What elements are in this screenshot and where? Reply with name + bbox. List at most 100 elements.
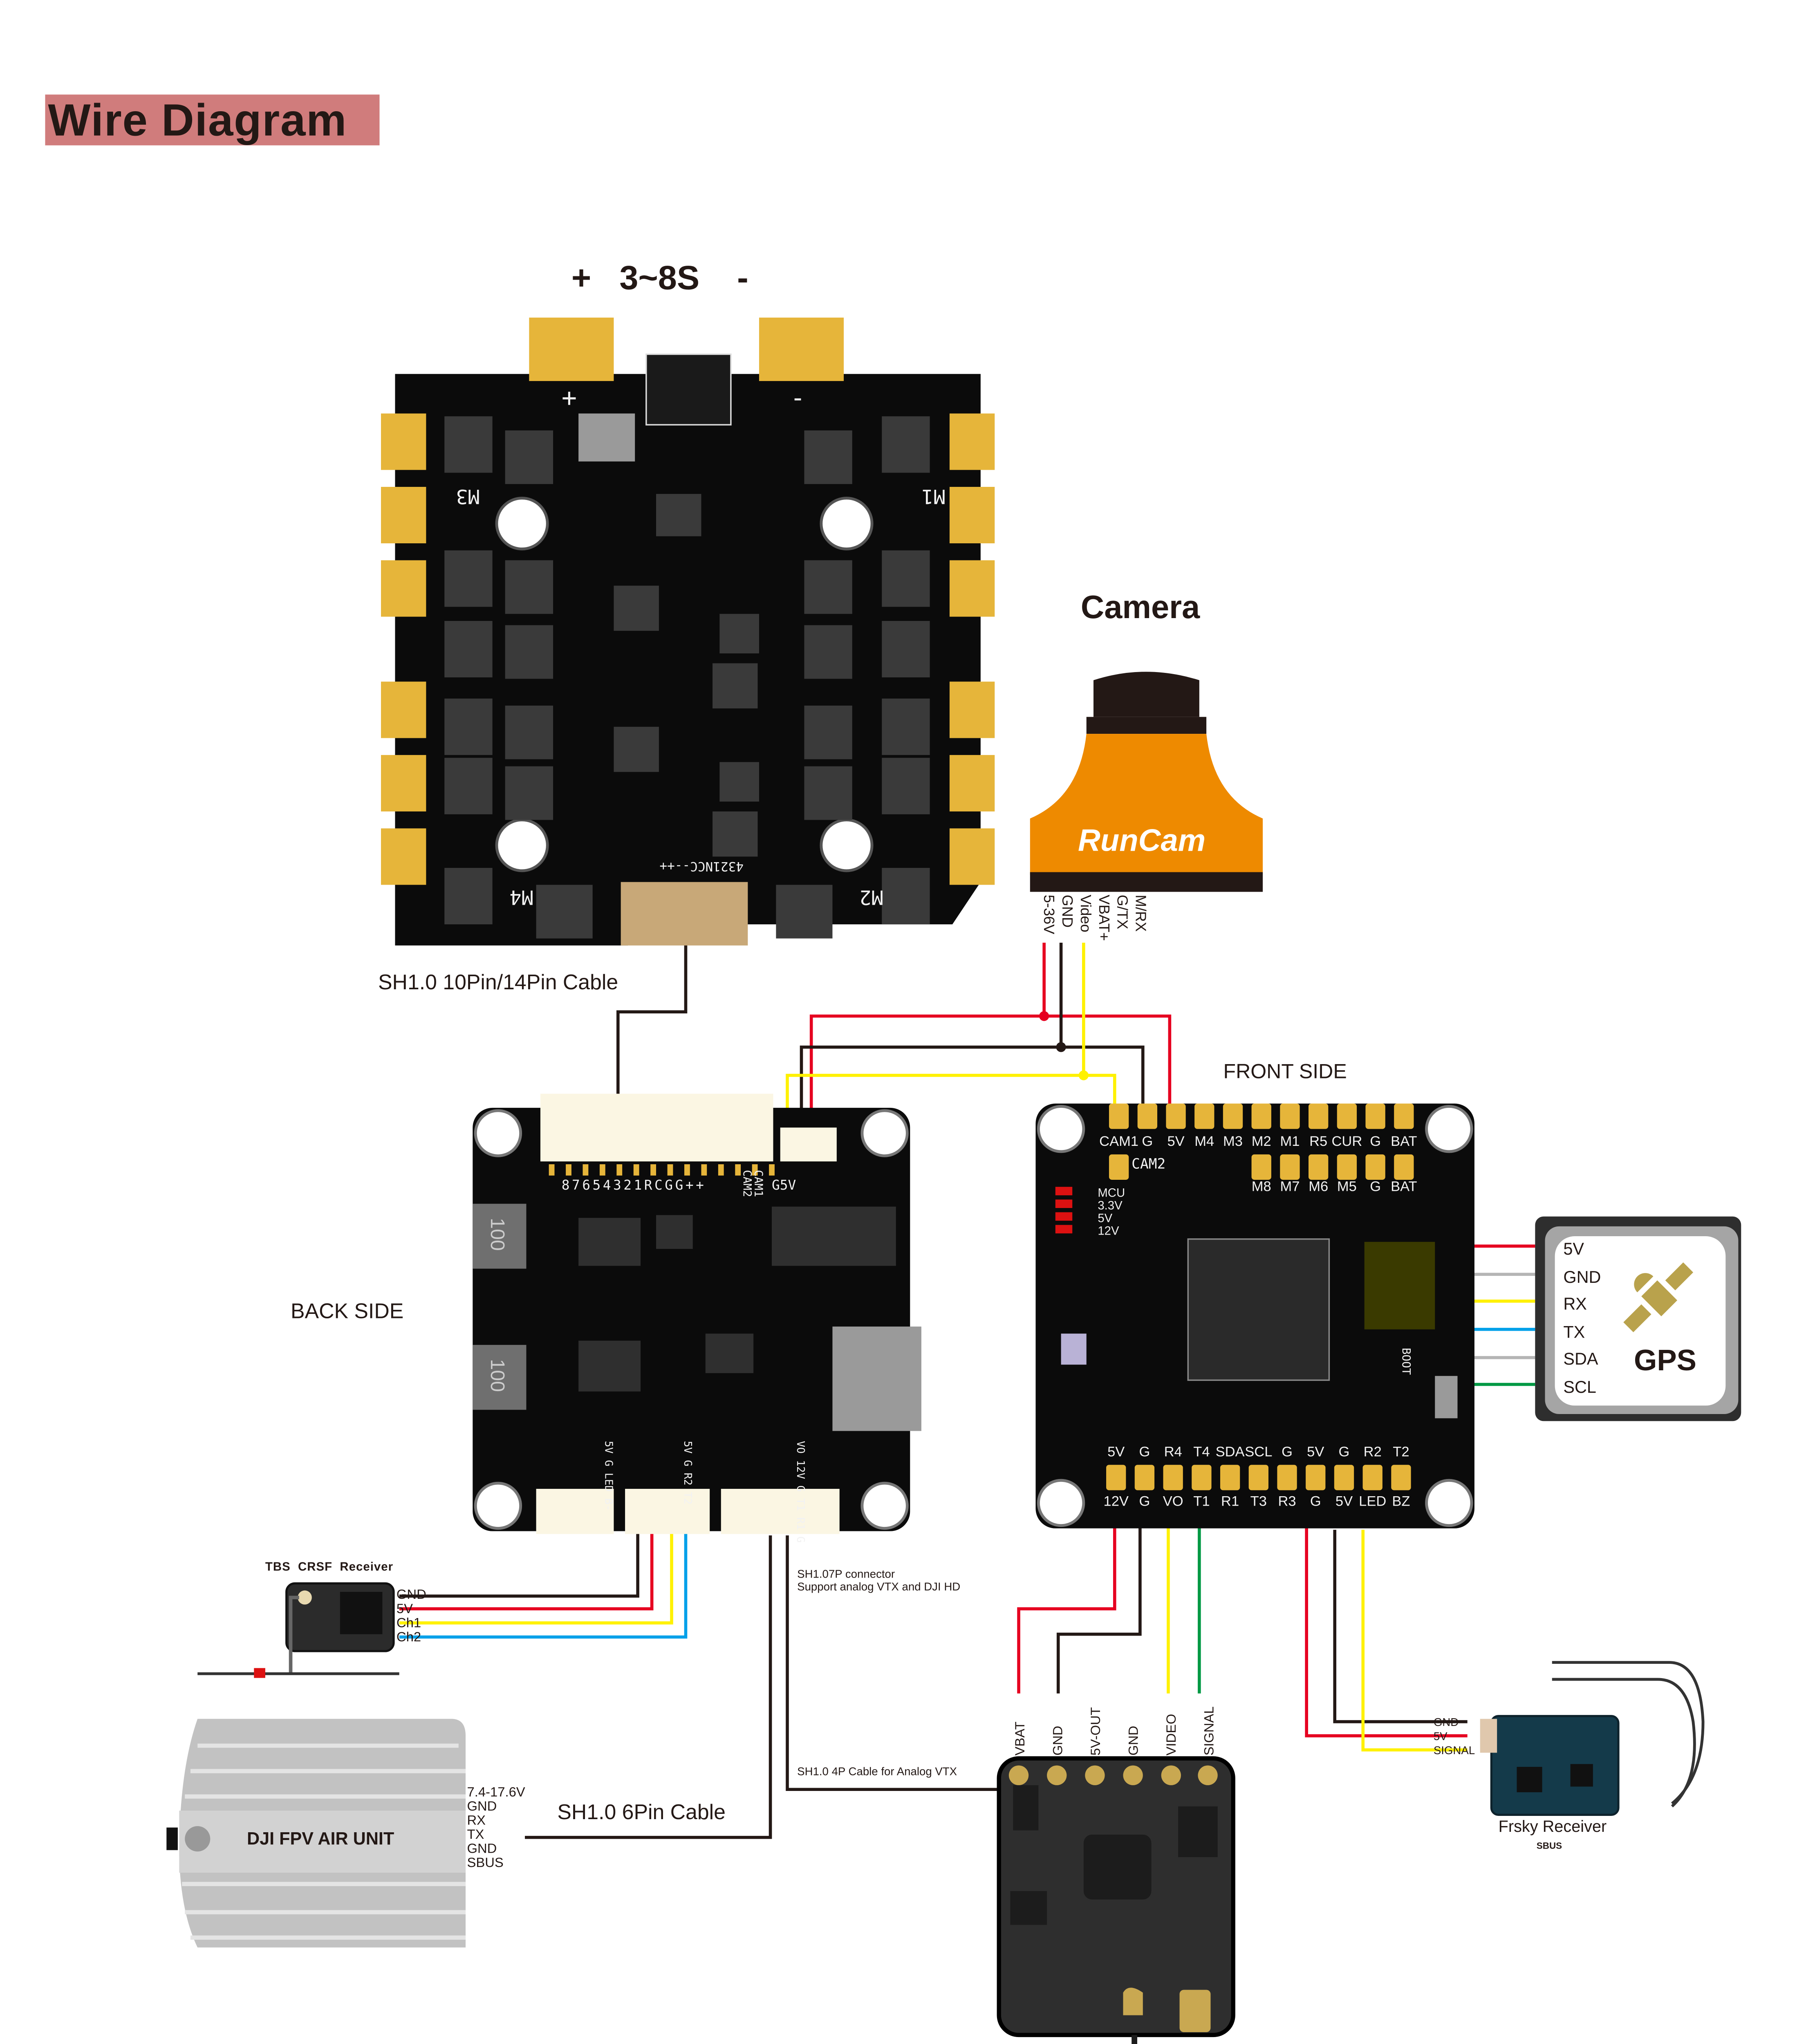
front-bottom1-pad-label: 5V [1307, 1444, 1324, 1460]
front-bottom2-pad-label: 12V [1104, 1493, 1129, 1509]
back-connector-silk: 87654321RCGG++ [562, 1177, 706, 1193]
vtx-cable-wire [786, 1535, 999, 1791]
back-side-label: BACK SIDE [291, 1300, 404, 1324]
front-second-pad-label: G [1370, 1179, 1381, 1195]
front-top-pad-label: M4 [1194, 1134, 1214, 1149]
front-bottom-pad [1134, 1465, 1155, 1490]
front-second-pad [1251, 1154, 1271, 1180]
dji-pin: GND [467, 1799, 497, 1815]
front-second-pad [1309, 1154, 1329, 1180]
front-top-pad-label: M2 [1252, 1134, 1271, 1149]
front-bottom-pad [1163, 1465, 1183, 1490]
front-top-pad-label: G [1142, 1134, 1153, 1149]
front-bottom-pad [1306, 1465, 1326, 1490]
front-top-pad-label: M3 [1223, 1134, 1243, 1149]
front-top-pad [1251, 1103, 1271, 1129]
front-top-pad-label: M1 [1280, 1134, 1300, 1149]
gps-pin: RX [1563, 1294, 1587, 1314]
gps-pin: GND [1563, 1266, 1601, 1286]
vtx-pin-label: 5V-OUT [1088, 1707, 1103, 1755]
camera-wire-gnd-front [1061, 1045, 1145, 1123]
front-top-pad [1365, 1103, 1385, 1129]
esc-board: + - [381, 317, 995, 946]
front-bottom2-pad-label: T1 [1193, 1493, 1210, 1509]
front-bottom1-pad-label: G [1282, 1444, 1293, 1460]
front-second-pad-label: M6 [1309, 1179, 1328, 1195]
vtx-pin-label: VBAT [1012, 1721, 1027, 1755]
front-top-pad [1280, 1103, 1300, 1129]
frsky-wire-gnd [1333, 1530, 1468, 1724]
front-top-pad [1109, 1103, 1129, 1129]
sh107p-connector-note: SH1.07P connector Support analog VTX and… [797, 1568, 960, 1593]
inductor-mark: 100 [486, 1359, 509, 1392]
dji-cable-label: SH1.0 6Pin Cable [557, 1800, 726, 1825]
front-top-pad [1309, 1103, 1329, 1129]
esc-cable-wire [616, 943, 688, 1118]
front-bottom-pad [1106, 1465, 1126, 1490]
back-bottom-silk: 5V G R2 T2 [681, 1441, 694, 1505]
camera-wire-gnd [800, 943, 1063, 1141]
front-bottom2-pad-label: G [1139, 1493, 1150, 1509]
back-cam-power-silk: G5V [772, 1177, 796, 1193]
dji-pin: RX [467, 1813, 486, 1829]
front-led-label: 3.3V [1098, 1199, 1123, 1212]
front-second-pad-label: M5 [1337, 1179, 1357, 1195]
front-bottom-pad [1248, 1465, 1268, 1490]
front-second-pad-label: M8 [1252, 1179, 1271, 1195]
camera-brand-logo: RunCam [1078, 823, 1205, 858]
front-bottom1-pad-label: R4 [1164, 1444, 1182, 1460]
tbs-wire-ch2 [399, 1507, 688, 1639]
front-bottom-pad [1362, 1465, 1383, 1490]
front-bottom2-pad-label: R1 [1221, 1493, 1239, 1509]
tbs-pin: 5V [396, 1602, 413, 1618]
connector-note-line: Support analog VTX and DJI HD [797, 1580, 961, 1594]
frsky-pin: GND [1433, 1716, 1459, 1729]
gps-pin: SDA [1563, 1349, 1598, 1369]
front-top-pad [1337, 1103, 1357, 1129]
front-second-pad [1365, 1154, 1385, 1180]
frsky-wire-signal [1361, 1530, 1468, 1752]
vtx-wire-vbat [1017, 1524, 1116, 1694]
esc-motor-label-m4: M4 [510, 885, 533, 908]
frsky-wire-5v [1305, 1510, 1468, 1737]
front-bottom1-pad-label: R2 [1364, 1444, 1382, 1460]
camera-body: RunCam [1030, 672, 1263, 892]
vtx-pin-label: GND [1050, 1726, 1065, 1756]
esc-motor-label-m2: M2 [860, 885, 883, 908]
camera-wire-power-front [1044, 1014, 1172, 1123]
front-bottom2-pad-label: T3 [1250, 1493, 1267, 1509]
frsky-pin: 5V [1433, 1730, 1447, 1743]
front-second-pad-label: M7 [1280, 1179, 1300, 1195]
tbs-title: TBS CRSF Receiver [265, 1559, 394, 1574]
vtx-cable-note: SH1.0 4P Cable for Analog VTX [797, 1765, 957, 1778]
front-cam2-pad [1109, 1154, 1129, 1180]
front-top-pad [1166, 1103, 1186, 1129]
frsky-pin-list: GND 5V SIGNAL [1434, 1716, 1475, 1759]
front-bottom2-pad-label: VO [1163, 1493, 1183, 1509]
frsky-receiver [1480, 1661, 1705, 1816]
camera-pin: G/TX [1114, 895, 1131, 930]
front-bottom2-pad-label: R3 [1278, 1493, 1296, 1509]
front-top-pad-label: R5 [1309, 1134, 1327, 1149]
front-top-pad-label: 5V [1167, 1134, 1184, 1149]
front-bottom1-pad-label: SCL [1245, 1444, 1272, 1460]
front-top-pad-label: CUR [1332, 1134, 1362, 1149]
tbs-pin-list: GND 5V Ch1 Ch2 [396, 1588, 426, 1645]
tbs-wire-gnd [399, 1507, 639, 1598]
front-top-pad-label: G [1370, 1134, 1381, 1149]
front-bottom1-pad-label: G [1139, 1444, 1150, 1460]
frsky-title: Frsky Receiver [1498, 1819, 1607, 1836]
inductor-mark: 100 [486, 1218, 509, 1251]
tbs-wire-5v [399, 1507, 654, 1611]
front-top-pad [1223, 1103, 1243, 1129]
esc-motor-label-m3: M3 [456, 485, 480, 508]
front-side-label: FRONT SIDE [1223, 1061, 1347, 1084]
connector-note-line: SH1.07P connector [797, 1568, 895, 1581]
back-side-board: 87654321RCGG++ CAM1 CAM2 G5V 100 100 5V … [473, 1094, 921, 1545]
boot-button-label: BOOT [1400, 1348, 1413, 1375]
dji-air-unit: DJI FPV AIR UNIT [166, 1719, 466, 1948]
front-bottom1-pad-label: T2 [1393, 1444, 1409, 1460]
